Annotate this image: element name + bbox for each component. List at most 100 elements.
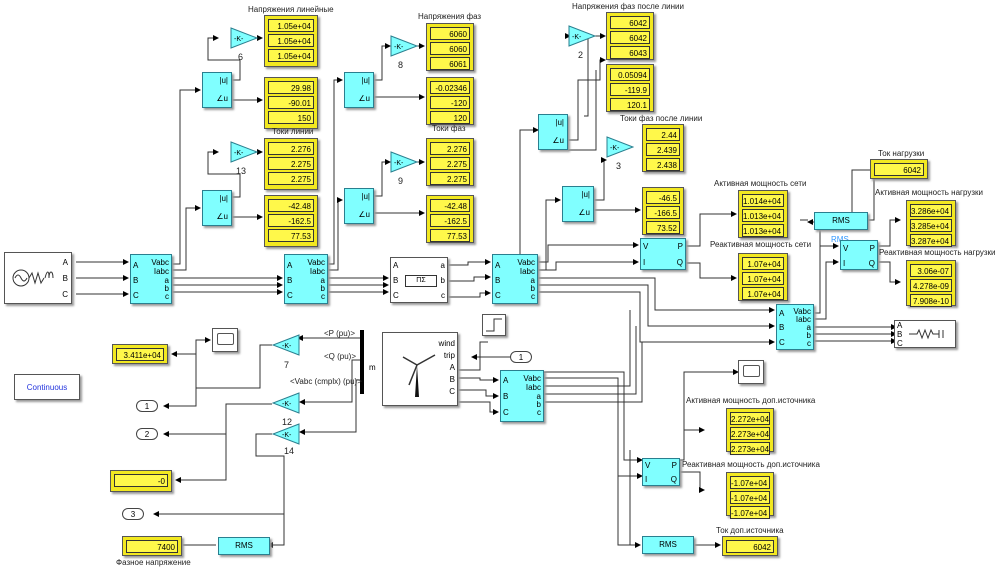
port-c: C — [287, 291, 293, 300]
display-line-voltage-angles: 29.98 -90.01 150 — [264, 77, 318, 129]
wind-turbine-block[interactable]: wind trip A B C m — [369, 332, 458, 406]
p-port: P — [671, 461, 677, 470]
port-a-out: a — [530, 276, 535, 285]
display-title: Реактивная мощность сети — [710, 240, 812, 249]
step-icon — [486, 318, 502, 332]
display-line-currents: 2.276 2.275 2.275 — [264, 138, 318, 190]
display-value: 1.07e+04 — [742, 287, 784, 300]
outport-3[interactable]: 3 — [122, 508, 144, 520]
pq-measurement-load[interactable]: V I P Q — [840, 240, 878, 270]
display-title: Токи линии — [272, 127, 314, 136]
vi-measurement-2[interactable]: A B C Vabc Iabc a b c — [284, 254, 328, 304]
gain-block-2[interactable]: -K- — [568, 25, 596, 47]
scope-wind-p[interactable] — [212, 328, 238, 352]
rms-block-wind[interactable]: RMS — [218, 537, 270, 555]
complex-to-mag-angle-5[interactable]: |u| ∠u — [538, 114, 568, 150]
gain-block-9[interactable]: -K- — [390, 151, 418, 173]
port-c-out: c — [321, 292, 325, 301]
gain-label: -K- — [282, 401, 292, 408]
gain-block-6[interactable]: -K- — [230, 27, 258, 49]
iabc-port: Iabc — [795, 315, 811, 324]
rms-block-load[interactable]: RMS — [814, 212, 868, 230]
pi-line-block[interactable]: A B C a b c ΠΣ — [390, 257, 448, 303]
display-value: -1.07e+04 — [730, 506, 770, 519]
vi-measurement-5[interactable]: A B C Vabc Iabc a b c — [500, 370, 544, 422]
q-port: Q — [670, 475, 677, 484]
port-a-out: a — [806, 323, 811, 332]
p-port: P — [869, 244, 875, 253]
complex-to-mag-angle-6[interactable]: |u| ∠u — [562, 186, 594, 222]
mag-port: |u| — [581, 190, 590, 199]
display-value: 6042 — [610, 16, 650, 29]
port-c-out: C — [449, 387, 455, 396]
port-b-out: b — [320, 284, 325, 293]
display-title: Токи фаз после линии — [620, 114, 703, 123]
display-value: 2.275 — [430, 157, 470, 170]
port-a: A — [779, 309, 785, 318]
complex-to-mag-angle-4[interactable]: |u| ∠u — [344, 188, 374, 224]
gain-block-3[interactable]: -K- — [606, 136, 634, 158]
display-value: 7.908e-10 — [910, 294, 952, 307]
pq-measurement-aux[interactable]: V I P Q — [642, 458, 680, 486]
display-value: 2.275 — [268, 157, 314, 170]
solver-label: Continuous — [26, 383, 68, 392]
vabc-port: Vabc — [151, 258, 169, 267]
display-value: -46.5 — [646, 191, 680, 204]
vi-measurement-4[interactable]: A B C Vabc Iabc a b c — [776, 304, 814, 350]
display-value: -42.48 — [430, 199, 470, 212]
complex-to-mag-angle-2[interactable]: |u| ∠u — [202, 190, 232, 226]
port-b-out: b — [530, 284, 535, 293]
vi-measurement-1[interactable]: A B C Vabc Iabc a b c — [130, 254, 172, 304]
gain-label: -K- — [282, 343, 292, 350]
v-port: V — [645, 461, 651, 470]
display-value: 1.014e+04 — [742, 194, 784, 207]
bus-signal-p: <P (pu)> — [324, 329, 355, 338]
iabc-port: Iabc — [309, 267, 325, 276]
port-b: B — [393, 276, 399, 285]
gain-block-14[interactable]: -K- — [272, 423, 300, 445]
port-a-out: a — [536, 392, 541, 401]
q-port: Q — [676, 258, 683, 267]
display-title: Ток доп.источника — [716, 526, 784, 535]
gain-label: -K- — [234, 36, 244, 43]
outport-1[interactable]: 1 — [136, 400, 158, 412]
display-value: 120.1 — [610, 98, 650, 111]
display-grid-active-power: 1.014e+04 1.013e+04 1.013e+04 — [738, 190, 788, 238]
step-block[interactable] — [482, 314, 506, 336]
display-value: 2.438 — [646, 158, 680, 171]
gain-label: -K- — [572, 34, 582, 41]
three-phase-source[interactable]: A B C — [4, 252, 72, 304]
pq-measurement-grid[interactable]: V I P Q — [640, 238, 686, 270]
gain-block-8[interactable]: -K- — [390, 35, 418, 57]
display-value: 6060 — [430, 42, 470, 55]
gain-block-13[interactable]: -K- — [230, 141, 258, 163]
port-c-out: c — [165, 292, 169, 301]
port-b-out: b — [536, 400, 541, 409]
port-b-out: b — [440, 276, 445, 285]
port-b: B — [62, 274, 68, 283]
outport-2[interactable]: 2 — [136, 428, 158, 440]
display-value: 3.285e+04 — [910, 219, 952, 232]
gain-block-12[interactable]: -K- — [272, 392, 300, 414]
complex-to-mag-angle-1[interactable]: |u| ∠u — [202, 72, 232, 108]
bus-selector[interactable] — [360, 330, 364, 394]
gain-id: 8 — [398, 60, 404, 70]
gain-id: 14 — [284, 446, 295, 456]
display-phase-currents: 2.276 2.275 2.275 — [426, 138, 474, 186]
powergui-continuous[interactable]: Continuous — [14, 374, 80, 400]
three-phase-load[interactable]: A B C — [894, 320, 956, 348]
gain-block-7[interactable]: -K- — [272, 334, 300, 356]
display-value: 73.52 — [646, 221, 680, 234]
iabc-port: Iabc — [153, 267, 169, 276]
display-value: -42.48 — [268, 199, 314, 212]
scope-aux[interactable] — [738, 360, 764, 384]
gain-id: 3 — [616, 161, 622, 171]
angle-port: ∠u — [358, 210, 370, 219]
complex-to-mag-angle-3[interactable]: |u| ∠u — [344, 72, 374, 108]
vi-measurement-3[interactable]: A B C Vabc Iabc a b c — [492, 254, 538, 304]
mag-port: |u| — [361, 192, 370, 201]
trip-constant[interactable]: 1 — [510, 351, 532, 363]
gain-id: 2 — [578, 50, 584, 60]
port-c-out: c — [441, 291, 445, 300]
rms-block-aux[interactable]: RMS — [642, 536, 694, 554]
